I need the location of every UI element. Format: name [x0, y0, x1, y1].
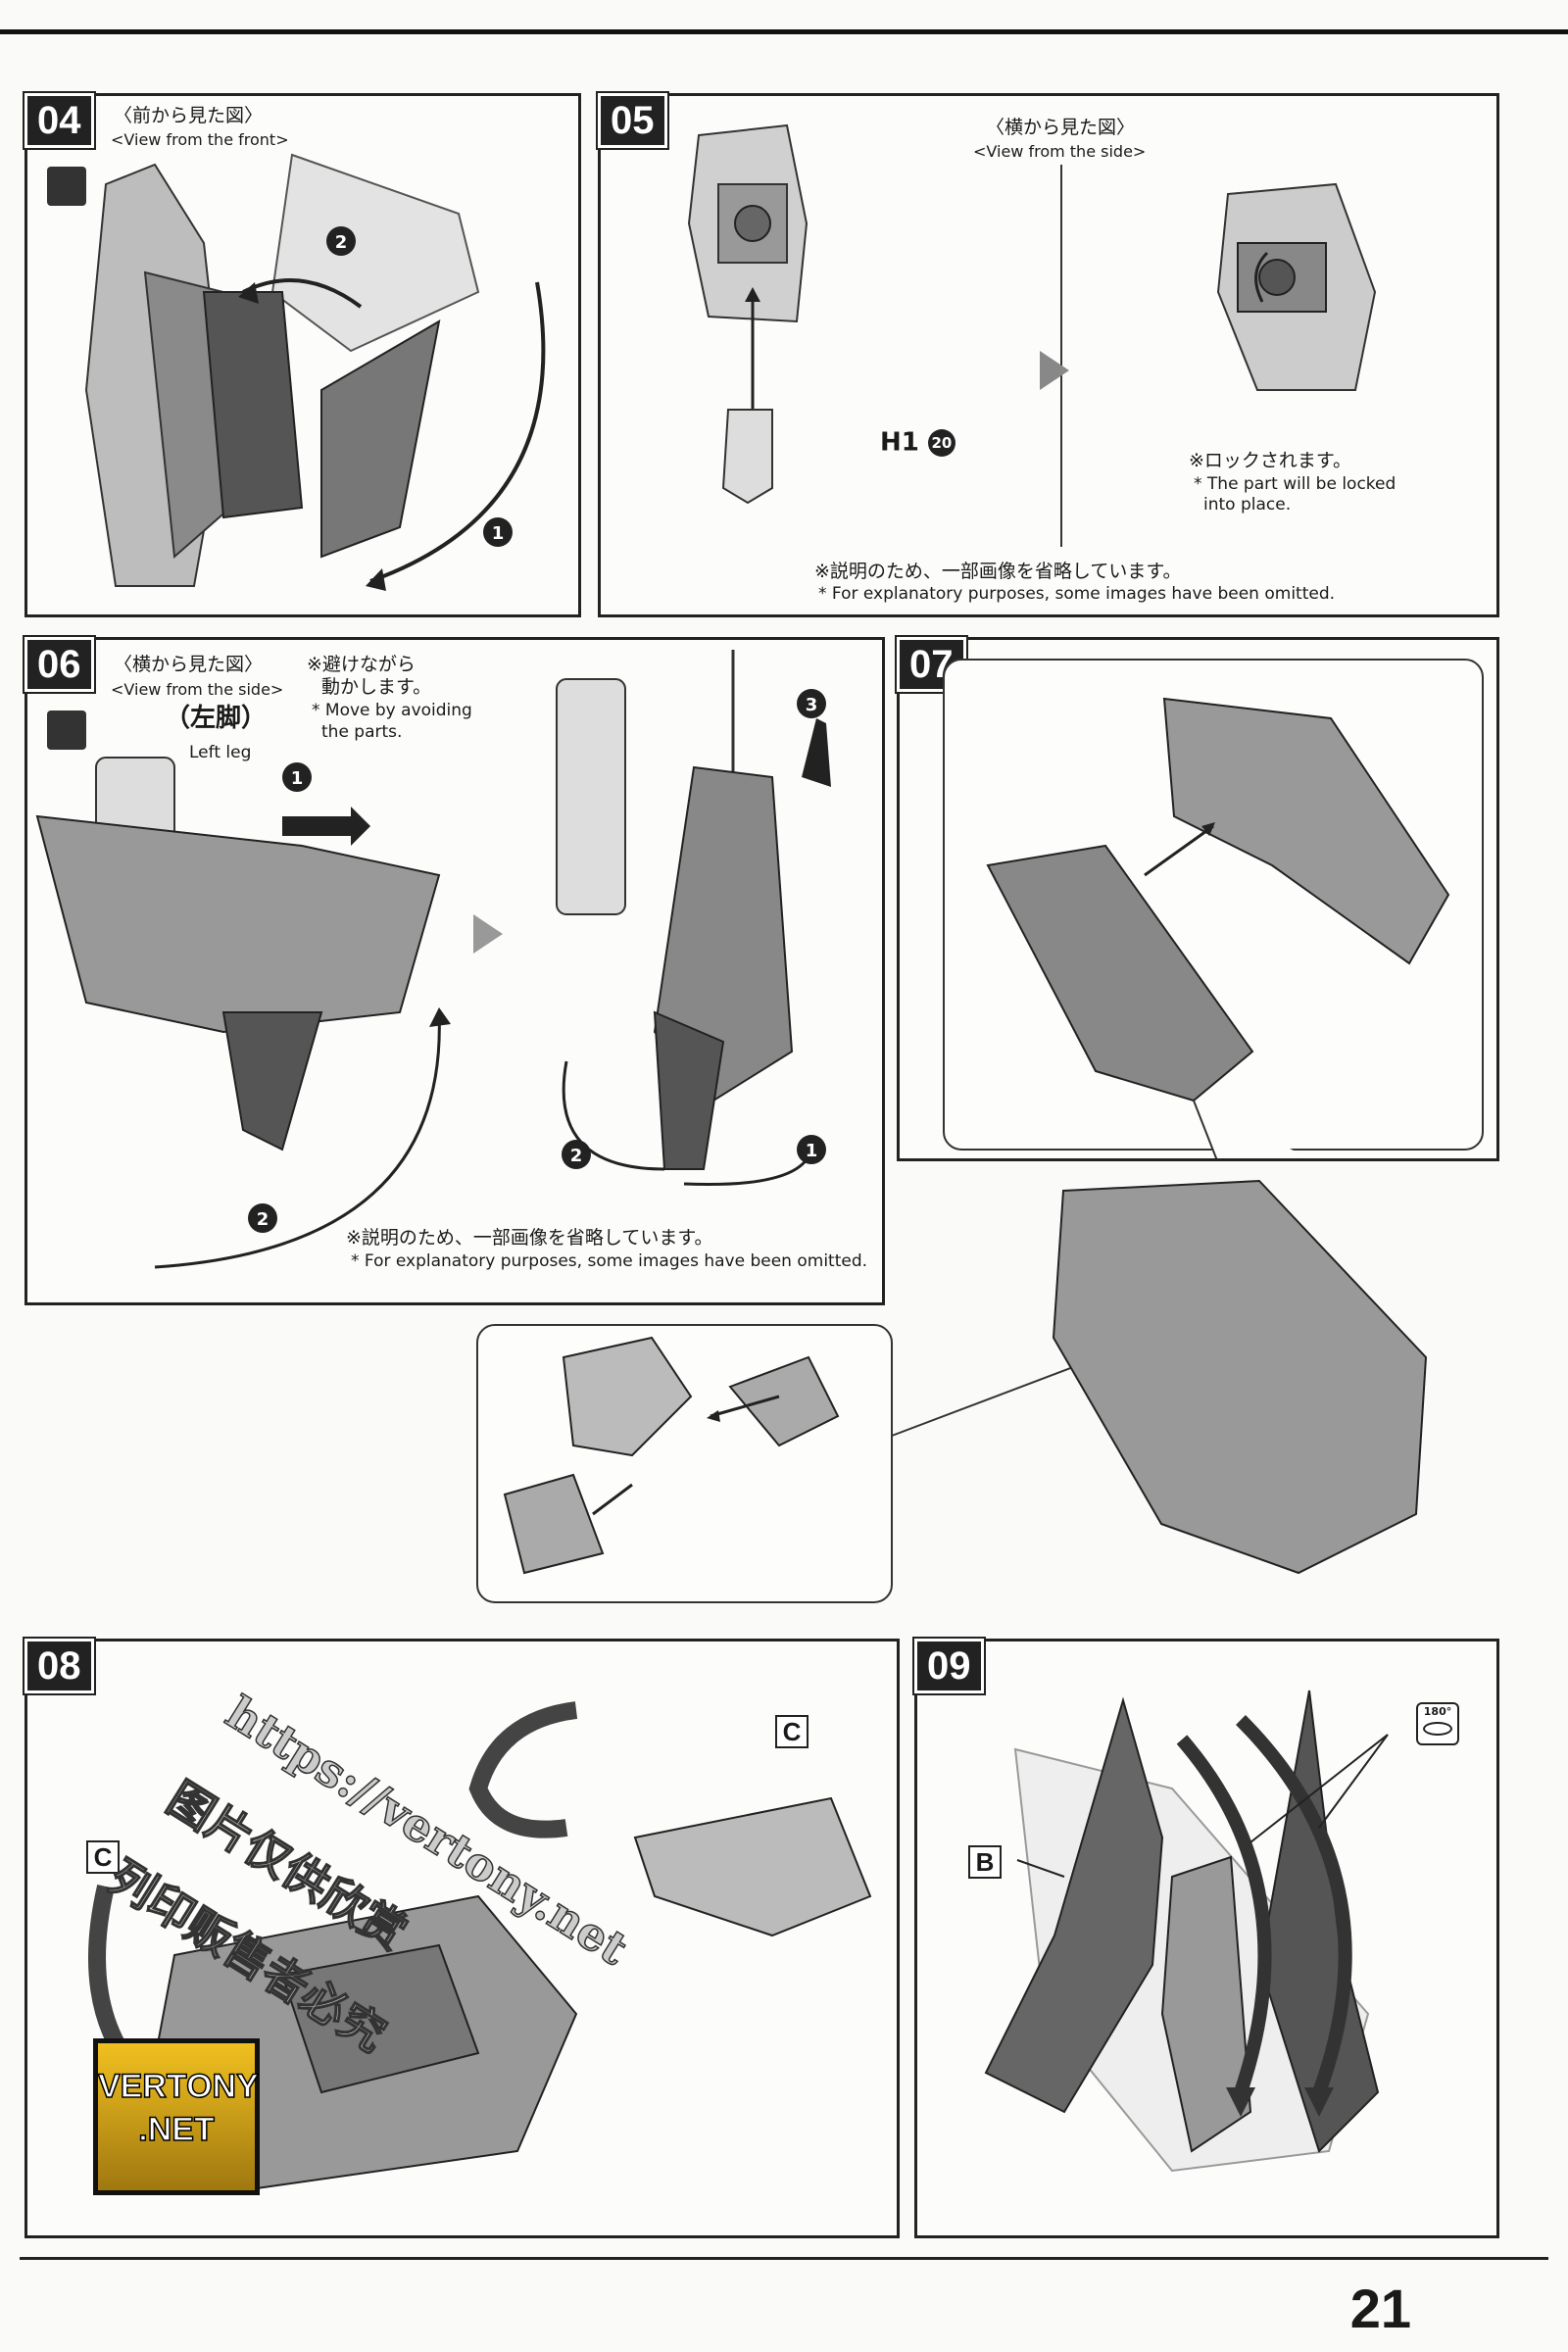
svg-text:2: 2	[335, 232, 348, 253]
lock-note-en-1: * The part will be locked	[1194, 474, 1396, 494]
step-09-illustration	[984, 1690, 1389, 2173]
step-06-number: 06	[23, 635, 96, 694]
logo-line-2: .NET	[138, 2110, 216, 2149]
svg-text:3: 3	[806, 695, 818, 715]
omit-note-jp: ※説明のため、一部画像を省略しています。	[346, 1227, 713, 1249]
part-b-label: B	[968, 1845, 1002, 1879]
svg-text:2: 2	[257, 1209, 270, 1230]
step-05-panel: 05 〈横から見た図〉 <View from the side> H1 20 ※…	[596, 91, 1499, 617]
step-09-panel: 09 B 180°	[912, 1637, 1499, 2238]
svg-text:1: 1	[291, 768, 304, 789]
step-08-number: 08	[23, 1637, 96, 1695]
lock-note-en-2: into place.	[1203, 495, 1292, 514]
page-number: 21	[1349, 2278, 1411, 2339]
step-05-view-en: <View from the side>	[973, 142, 1147, 161]
step-07-detail-illustration	[476, 1179, 1428, 1603]
part-c-label: C	[86, 1840, 120, 1874]
rotate-180-label: 180°	[1423, 1705, 1452, 1718]
avoid-note-en-1: * Move by avoiding	[312, 701, 472, 720]
svg-text:1: 1	[492, 523, 505, 544]
step-06-view-en: <View from the side>	[111, 680, 284, 699]
step-07-group-view	[24, 1161, 1499, 1617]
svg-text:2: 2	[570, 1146, 583, 1166]
step-04-illustration: 2 1	[84, 153, 546, 591]
left-leg-label-jp: （左脚）	[165, 704, 268, 733]
avoid-note-jp-2: 動かします。	[321, 676, 432, 698]
step-04-number: 04	[23, 91, 96, 150]
step-07-illustration	[943, 659, 1484, 1158]
left-leg-label-en: Left leg	[189, 743, 252, 762]
rotate-180-icon: 180°	[1416, 1702, 1459, 1745]
step-06-illustration: 1 2 3 2 1	[35, 650, 831, 1269]
step-06-panel: 06 〈横から見た図〉 <View from the side> ※避けながら …	[23, 635, 885, 1305]
bottom-rule	[20, 2257, 1548, 2260]
runner-number-badge: 20	[927, 429, 956, 457]
step-04-panel: 04 〈前から見た図〉 <View from the front> 2 1	[23, 91, 581, 617]
part-c-label: C	[775, 1715, 808, 1748]
step-09-number: 09	[912, 1637, 986, 1695]
logo-line-1: VERTONY	[97, 2067, 259, 2106]
svg-text:1: 1	[806, 1141, 818, 1161]
avoid-note-jp-1: ※避けながら	[307, 654, 416, 675]
vertony-logo: VERTONY .NET	[93, 2038, 260, 2195]
rotate-tool-icon	[47, 710, 86, 750]
avoid-note-en-2: the parts.	[321, 722, 403, 742]
rotate-tool-icon	[47, 167, 86, 206]
h1-part-label: H1 20	[880, 429, 956, 457]
step-04-view-jp: 〈前から見た図〉	[114, 105, 264, 126]
omit-note-en: * For explanatory purposes, some images …	[818, 584, 1336, 604]
omit-note-en: * For explanatory purposes, some images …	[351, 1251, 868, 1271]
step-05-illustration	[687, 123, 1377, 547]
step-04-view-en: <View from the front>	[111, 130, 289, 149]
step-07-panel: 07	[895, 635, 1499, 1161]
step-05-number: 05	[596, 91, 669, 150]
step-05-view-jp: 〈横から見た図〉	[986, 117, 1136, 138]
top-rule	[0, 29, 1568, 34]
omit-note-jp: ※説明のため、一部画像を省略しています。	[814, 561, 1182, 582]
lock-note-jp: ※ロックされます。	[1189, 450, 1352, 471]
step-06-view-jp: 〈横から見た図〉	[114, 654, 264, 675]
part-code: H1	[880, 427, 919, 458]
